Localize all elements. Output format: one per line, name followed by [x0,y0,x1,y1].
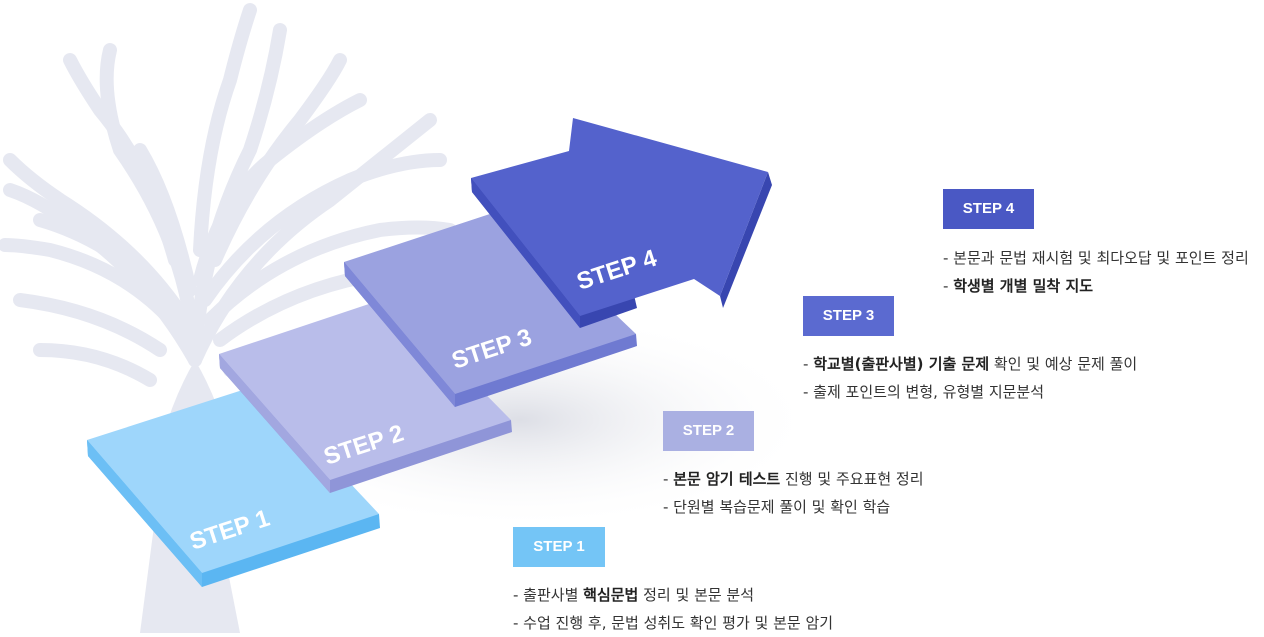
step-2-block [219,297,512,493]
step-1-badge: STEP 1 [513,527,605,567]
step-1-block [87,385,380,587]
step-1-line-2: - 수업 진행 후, 문법 성취도 확인 평가 및 본문 암기 [513,614,834,632]
step-2-description: - 본문 암기 테스트 진행 및 주요표현 정리 - 단원별 복습문제 풀이 및… [663,465,924,521]
step-2-line-1: - 본문 암기 테스트 진행 및 주요표현 정리 [663,470,924,488]
step-4-arrow [471,118,772,328]
step-4-description: - 본문과 문법 재시험 및 최다오답 및 포인트 정리 - 학생별 개별 밀착… [943,244,1249,300]
step-3-line-2: - 출제 포인트의 변형, 유형별 지문분석 [803,383,1045,401]
step-2-badge: STEP 2 [663,411,754,451]
step-3-line-1: - 학교별(출판사별) 기출 문제 확인 및 예상 문제 풀이 [803,355,1138,373]
step-1-line-1: - 출판사별 핵심문법 정리 및 본문 분석 [513,586,755,604]
step-4-line-2: - 학생별 개별 밀착 지도 [943,277,1094,295]
step-3-description: - 학교별(출판사별) 기출 문제 확인 및 예상 문제 풀이 - 출제 포인트… [803,350,1137,406]
step-3-block [344,209,637,407]
step-1-description: - 출판사별 핵심문법 정리 및 본문 분석 - 수업 진행 후, 문법 성취도… [513,581,833,637]
step-3-badge: STEP 3 [803,296,894,336]
step-2-line-2: - 단원별 복습문제 풀이 및 확인 학습 [663,498,891,516]
step-4-badge: STEP 4 [943,189,1034,229]
step-4-line-1: - 본문과 문법 재시험 및 최다오답 및 포인트 정리 [943,249,1249,267]
